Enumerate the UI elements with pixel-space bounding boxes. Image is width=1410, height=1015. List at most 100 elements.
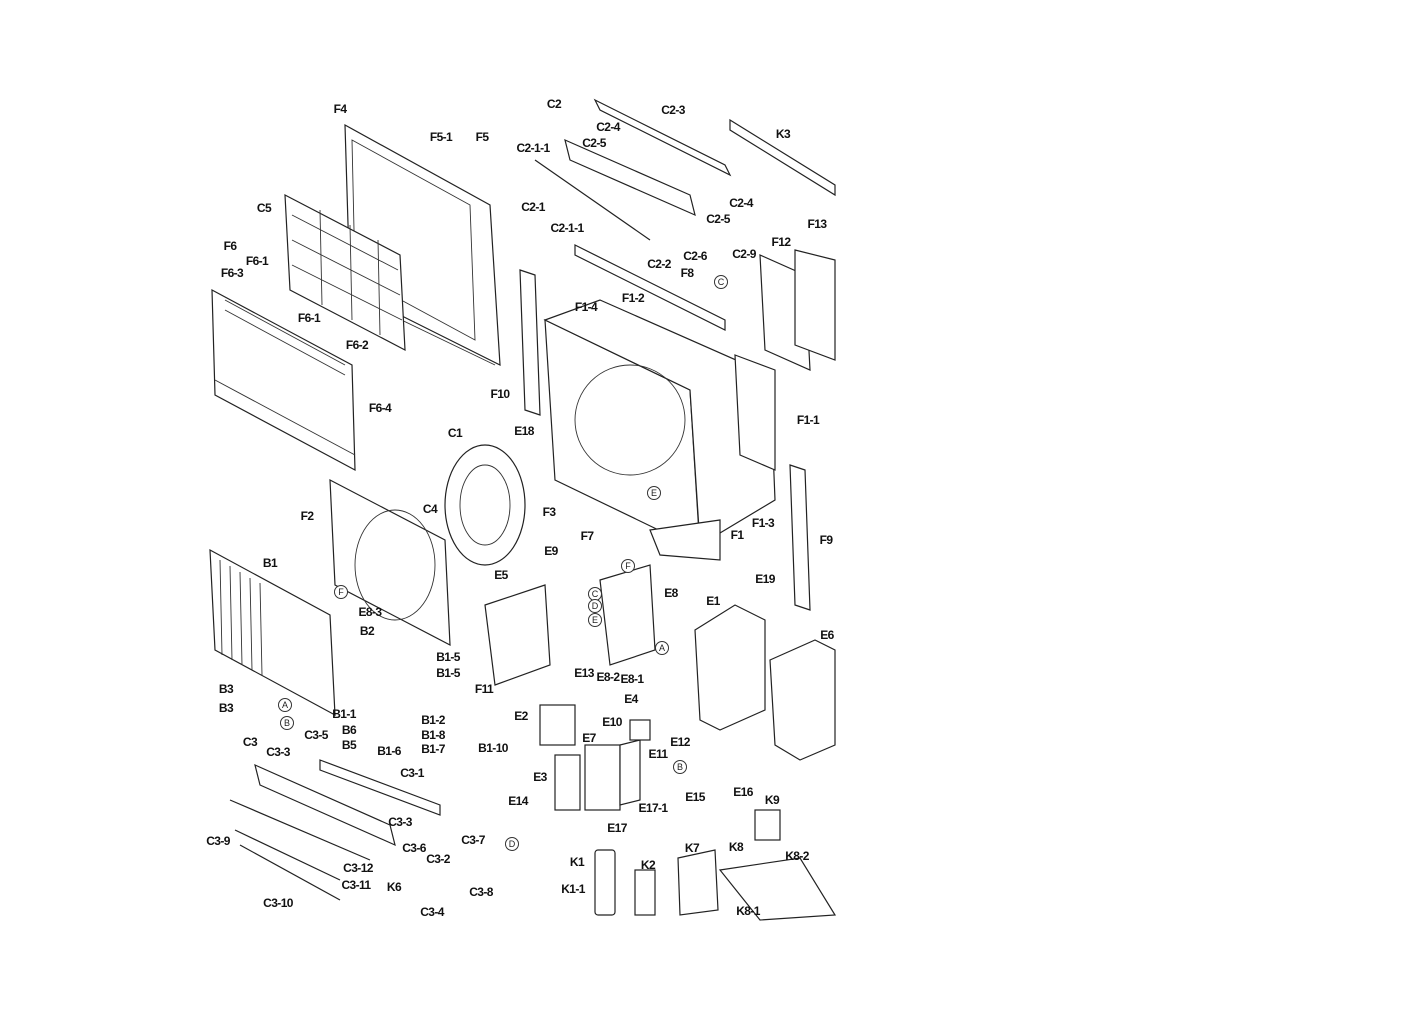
part-label: F6-2 — [345, 338, 369, 352]
connector-marker: E — [588, 613, 602, 627]
part-label: E13 — [574, 666, 594, 680]
part-label: K8 — [728, 840, 744, 854]
part-label: B1-8 — [421, 728, 445, 742]
part-label: C3-8 — [469, 885, 493, 899]
front-grille-f6 — [211, 288, 356, 472]
part-label: K8-1 — [736, 904, 760, 918]
part-label: C2-3 — [661, 103, 685, 117]
part-label: C3 — [242, 735, 258, 749]
part-label: C2 — [546, 97, 562, 111]
part-label: F5-1 — [429, 130, 453, 144]
part-label: F11 — [474, 682, 494, 696]
part-label: C3-10 — [263, 896, 293, 910]
part-label: B1-10 — [478, 741, 508, 755]
part-label: F6-3 — [220, 266, 244, 280]
part-label: C3-2 — [426, 852, 450, 866]
part-label: C1 — [447, 426, 463, 440]
part-label: E2 — [514, 709, 528, 723]
part-label: K3 — [775, 127, 791, 141]
part-label: C2-4 — [596, 120, 620, 134]
part-label: C2-2 — [647, 257, 671, 271]
part-label: C2-1-1 — [516, 141, 550, 155]
part-label: B1-5 — [436, 650, 460, 664]
part-label: B1 — [262, 556, 278, 570]
remote-and-accessories-k — [594, 809, 837, 921]
part-label: B1-7 — [421, 742, 445, 756]
part-label: F4 — [333, 102, 347, 116]
part-label: B6 — [341, 723, 357, 737]
part-label: C4 — [422, 502, 438, 516]
part-label: F6-1 — [297, 311, 321, 325]
part-label: C3-4 — [420, 905, 444, 919]
part-label: E17-1 — [638, 801, 668, 815]
part-label: F12 — [771, 235, 791, 249]
connector-marker: C — [714, 275, 728, 289]
part-label: F1-3 — [751, 516, 775, 530]
part-label: E17 — [607, 821, 627, 835]
part-label: F1-1 — [796, 413, 820, 427]
part-label: F1-4 — [574, 300, 598, 314]
part-label: E3 — [533, 770, 547, 784]
part-label: C2-1 — [521, 200, 545, 214]
part-label: K7 — [684, 841, 700, 855]
electrical-box-e1 — [484, 564, 836, 761]
part-label: C2-5 — [706, 212, 730, 226]
part-label: F1-2 — [621, 291, 645, 305]
frame-f2 — [329, 478, 451, 647]
part-label: C3-11 — [341, 878, 371, 892]
part-label: E14 — [508, 794, 528, 808]
part-label: B3 — [218, 682, 234, 696]
part-label: B2 — [359, 624, 375, 638]
part-label: E1 — [706, 594, 720, 608]
part-label: B1-1 — [332, 707, 356, 721]
part-label: C3-3 — [388, 815, 412, 829]
control-parts-e — [539, 704, 651, 811]
air-filter-c5 — [284, 193, 406, 352]
part-label: E7 — [582, 731, 596, 745]
part-label: E10 — [602, 715, 622, 729]
part-label: F1 — [730, 528, 744, 542]
part-label: F7 — [580, 529, 594, 543]
part-label: B1-6 — [377, 744, 401, 758]
part-label: F8 — [680, 266, 694, 280]
part-label: B5 — [341, 738, 357, 752]
heat-exchanger-b1 — [209, 548, 336, 717]
part-label: E19 — [755, 572, 775, 586]
part-label: B1-5 — [436, 666, 460, 680]
part-label: C5 — [256, 201, 272, 215]
fan-c1 — [444, 444, 526, 566]
part-label: C3-5 — [304, 728, 328, 742]
part-label: K9 — [764, 793, 780, 807]
connector-marker: F — [334, 585, 348, 599]
part-label: B1-2 — [421, 713, 445, 727]
part-label: E11 — [648, 747, 668, 761]
part-label: C3-1 — [400, 766, 424, 780]
connector-marker: D — [505, 837, 519, 851]
part-label: F3 — [542, 505, 556, 519]
part-label: F10 — [490, 387, 510, 401]
side-parts-f10-f9-f12-f13 — [519, 249, 836, 611]
part-label: E18 — [514, 424, 534, 438]
connector-marker: D — [588, 599, 602, 613]
part-label: F6 — [223, 239, 237, 253]
part-label: K1 — [569, 855, 585, 869]
part-label: F2 — [300, 509, 314, 523]
drain-pan-c3 — [229, 759, 441, 901]
part-label: F6-4 — [368, 401, 392, 415]
part-label: F6-1 — [245, 254, 269, 268]
part-label: E12 — [670, 735, 690, 749]
part-label: C3-7 — [461, 833, 485, 847]
part-label: C2-5 — [582, 136, 606, 150]
part-label: F13 — [807, 217, 827, 231]
part-label: C3-12 — [343, 861, 373, 875]
part-label: E9 — [544, 544, 558, 558]
part-label: C2-4 — [729, 196, 753, 210]
part-label: E8-2 — [596, 670, 621, 684]
connector-marker: B — [280, 716, 294, 730]
part-label: K1-1 — [561, 882, 585, 896]
part-label: K8-2 — [785, 849, 809, 863]
part-label: E8-3 — [358, 605, 383, 619]
louver-assembly-c2 — [534, 98, 836, 331]
part-label: C3-3 — [266, 745, 290, 759]
